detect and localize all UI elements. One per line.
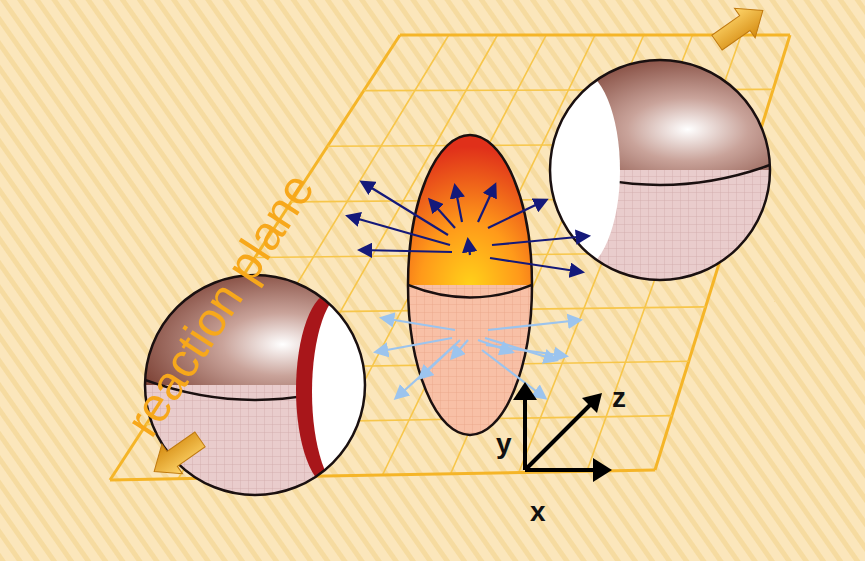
flow-arrow bbox=[478, 185, 495, 222]
flow-arrow bbox=[360, 250, 452, 252]
flow-arrow bbox=[376, 338, 452, 352]
axis-label: y bbox=[496, 430, 512, 458]
axis-label: x bbox=[530, 498, 546, 526]
flow-arrow bbox=[362, 182, 448, 235]
flow-arrow bbox=[488, 320, 580, 330]
flow-arrow bbox=[486, 345, 566, 356]
flow-arrow bbox=[420, 340, 460, 378]
axis-label: z bbox=[612, 384, 626, 412]
flow-arrow bbox=[468, 240, 470, 255]
flow-arrow bbox=[452, 340, 468, 358]
beam-arrow bbox=[707, 0, 774, 57]
flow-arrow bbox=[455, 186, 462, 222]
flow-arrows bbox=[348, 182, 588, 398]
flow-arrow bbox=[490, 258, 582, 272]
flow-arrow bbox=[382, 318, 455, 330]
flow-arrow bbox=[430, 200, 455, 228]
flow-arrow bbox=[492, 236, 588, 245]
flow-arrow bbox=[482, 350, 545, 398]
overlap-region bbox=[405, 130, 535, 440]
flow-arrow bbox=[488, 200, 546, 228]
coordinate-axes bbox=[513, 382, 612, 482]
spectator-nucleus bbox=[536, 55, 775, 285]
flow-arrow bbox=[348, 216, 450, 245]
